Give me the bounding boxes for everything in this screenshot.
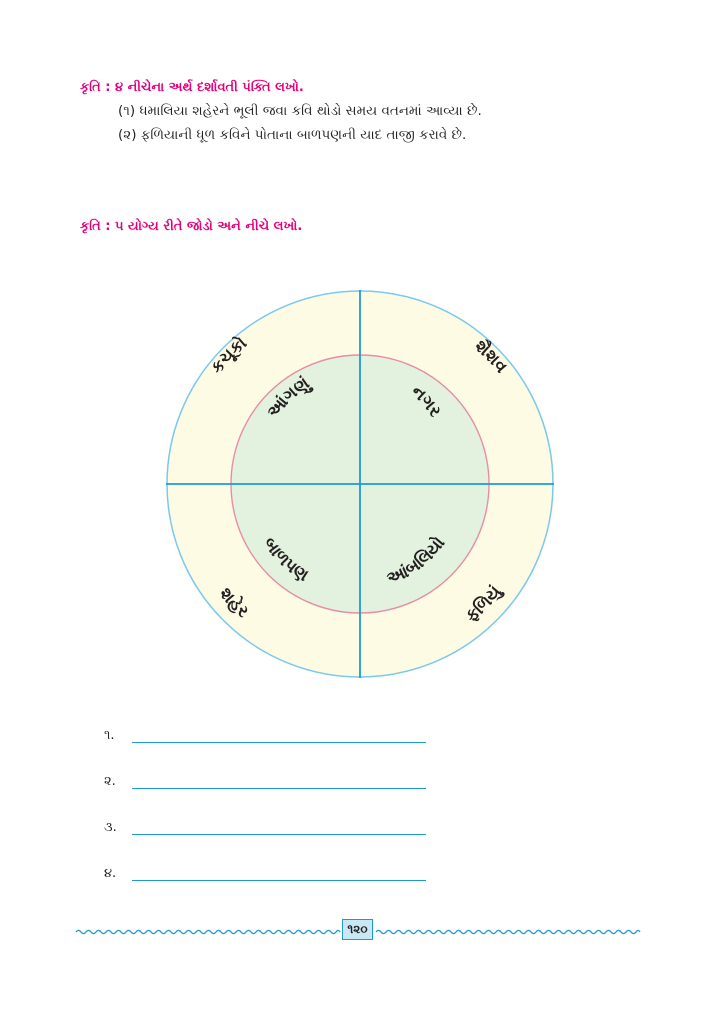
footer-wave-border [75,929,641,935]
task-4-heading: કૃતિ : ૪ નીચેના અર્થ દર્શાવતી પંક્તિ લખો… [80,80,304,95]
page-number: ૧૨૦ [342,919,373,940]
answer-row-1: ૧. [104,728,434,748]
answer-number-3: ૩. [104,820,117,835]
answer-number-2: ૨. [104,774,116,789]
answer-line-3[interactable] [132,834,426,835]
task-5-heading: કૃતિ : ૫ યોગ્ય રીતે જોડો અને નીચે લખો. [80,219,303,234]
answer-number-1: ૧. [104,728,115,743]
answer-number-4: ૪. [104,866,117,881]
answer-line-4[interactable] [132,880,426,881]
answer-line-2[interactable] [132,788,426,789]
footer-wave-left [75,929,341,935]
answer-row-4: ૪. [104,866,434,886]
answer-line-1[interactable] [132,742,426,743]
footer-wave-right [375,929,641,935]
answer-row-2: ૨. [104,774,434,794]
word-wheel-diagram: કચૂકો શૈશવ શહેર ફળિયું આંગણું નગર બાળપણ … [166,290,554,678]
task-4-line-1: (૧) ધમાલિયા શહેરને ભૂલી જવા કવિ થોડો સમય… [118,103,482,119]
task-4-line-2: (૨) ફળિયાની ધૂળ કવિને પોતાના બાળપણની યાદ… [118,127,467,143]
answer-row-3: ૩. [104,820,434,840]
